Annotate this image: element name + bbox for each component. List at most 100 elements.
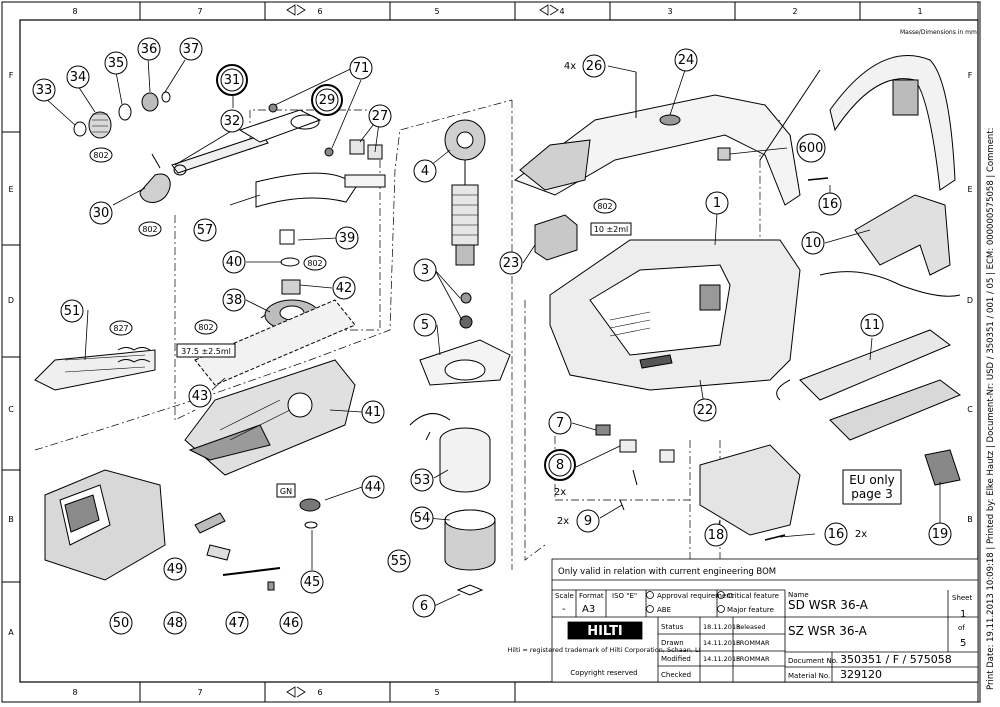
callout-54: 54: [410, 506, 434, 530]
svg-text:802: 802: [198, 323, 213, 332]
qty-4x: 4x: [564, 61, 576, 72]
callout-47: 47: [225, 611, 249, 635]
sheet-number: 1: [960, 609, 966, 620]
svg-text:11: 11: [864, 318, 881, 333]
svg-text:46: 46: [283, 616, 300, 631]
title-block-text: Only valid in relation with current engi…: [507, 567, 972, 681]
svg-text:16: 16: [828, 527, 845, 542]
svg-text:51: 51: [64, 304, 81, 319]
svg-text:53: 53: [414, 473, 431, 488]
svg-text:7: 7: [556, 416, 564, 431]
status-date: 18.11.2013: [703, 623, 740, 631]
svg-text:31: 31: [224, 73, 241, 88]
callout-16-top: 16: [818, 192, 842, 216]
svg-text:50: 50: [113, 616, 130, 631]
col-label: 1: [917, 7, 922, 16]
svg-text:38: 38: [226, 293, 243, 308]
modified-date: 14.11.2013: [703, 655, 740, 663]
callout-30: 30: [89, 201, 113, 225]
drawn-by: FROMMAR: [736, 639, 770, 647]
leader-lines: [43, 57, 941, 607]
row-label: E: [967, 185, 972, 194]
label-802-e: 802: [593, 198, 617, 214]
row-label: E: [8, 185, 13, 194]
callout-22: 22: [693, 398, 717, 422]
svg-text:71: 71: [353, 61, 370, 76]
label-802-c: 802: [303, 255, 327, 271]
label-gn: GN: [276, 483, 296, 498]
callout-16-bottom: 16: [824, 522, 848, 546]
svg-text:1: 1: [713, 196, 721, 211]
drawn-date: 14.11.2013: [703, 639, 740, 647]
svg-text:29: 29: [319, 93, 336, 108]
gear-set: [255, 139, 386, 331]
svg-text:3: 3: [421, 263, 429, 278]
eu-only-box: EU only page 3: [842, 469, 902, 505]
svg-text:49: 49: [167, 562, 184, 577]
trigger-part: [854, 194, 951, 276]
callout-41: 41: [361, 400, 385, 424]
callout-600: 600: [796, 133, 826, 163]
callout-37: 37: [179, 37, 203, 61]
col-label: 7: [197, 7, 202, 16]
sheet-total: 5: [960, 638, 966, 649]
svg-text:37: 37: [183, 42, 200, 57]
svg-text:36: 36: [141, 42, 158, 57]
document-no-label: Document No.: [788, 657, 838, 665]
parts-artwork: [34, 55, 962, 596]
trademark-note: Hilti = registered trademark of Hilti Co…: [507, 646, 700, 654]
col-label: 6: [317, 7, 322, 16]
callout-24: 24: [674, 48, 698, 72]
svg-text:802: 802: [142, 225, 157, 234]
callout-46: 46: [279, 611, 303, 635]
row-label: B: [8, 515, 14, 524]
small-clips: [194, 498, 321, 591]
svg-text:827: 827: [113, 324, 128, 333]
name-line-1: SD WSR 36-A: [788, 598, 869, 612]
label-802-b: 802: [138, 221, 162, 237]
qty-2x-b: 2x: [557, 516, 569, 527]
callout-39: 39: [335, 226, 359, 250]
critical-feature: Critical feature: [727, 592, 779, 600]
svg-text:802: 802: [307, 259, 322, 268]
svg-text:40: 40: [226, 255, 243, 270]
svg-text:24: 24: [678, 53, 695, 68]
svg-text:37.5 ±2.5ml: 37.5 ±2.5ml: [181, 347, 231, 356]
callout-18: 18: [704, 523, 728, 547]
svg-text:802: 802: [597, 202, 612, 211]
row-label: D: [8, 296, 14, 305]
modified-label: Modified: [661, 655, 691, 663]
svg-text:35: 35: [108, 56, 125, 71]
material-no-value: 329120: [840, 668, 882, 681]
label-802-a: 802: [89, 147, 113, 163]
units-note: Masse/Dimensions in mm: [900, 29, 977, 36]
bottom-column-labels: 8 7 6 5: [72, 682, 516, 702]
svg-text:802: 802: [93, 151, 108, 160]
print-info: Print Date: 19.11.2013 10:09:18 | Printe…: [986, 127, 996, 690]
approval-requirement: Approval requirement: [657, 592, 734, 600]
callout-49: 49: [163, 557, 187, 581]
handle-part: [34, 347, 156, 391]
callout-57: 57: [193, 218, 217, 242]
callout-26: 26: [582, 54, 606, 78]
callouts: 33 34 35 36 37 31 32 30 71 29 27 57 39 4…: [32, 37, 952, 635]
row-labels: F E D C B A F E D C B: [2, 71, 973, 637]
main-housing: [549, 239, 801, 391]
callout-11: 11: [860, 313, 884, 337]
svg-text:26: 26: [586, 59, 603, 74]
status-label: Status: [661, 623, 684, 631]
bottom-shell: [699, 444, 801, 536]
svg-text:6: 6: [420, 599, 428, 614]
col-label: 2: [792, 7, 797, 16]
modified-by: FROMMAR: [736, 655, 770, 663]
svg-text:32: 32: [224, 114, 241, 129]
callout-48: 48: [163, 611, 187, 635]
svg-text:48: 48: [167, 616, 184, 631]
label-827: 827: [109, 320, 133, 336]
name-line-2: SZ WSR 36-A: [788, 624, 868, 638]
svg-text:10: 10: [805, 236, 822, 251]
col-label: 5: [434, 688, 439, 697]
qty-2x-c: 2x: [855, 529, 867, 540]
front-guard: [44, 469, 166, 581]
